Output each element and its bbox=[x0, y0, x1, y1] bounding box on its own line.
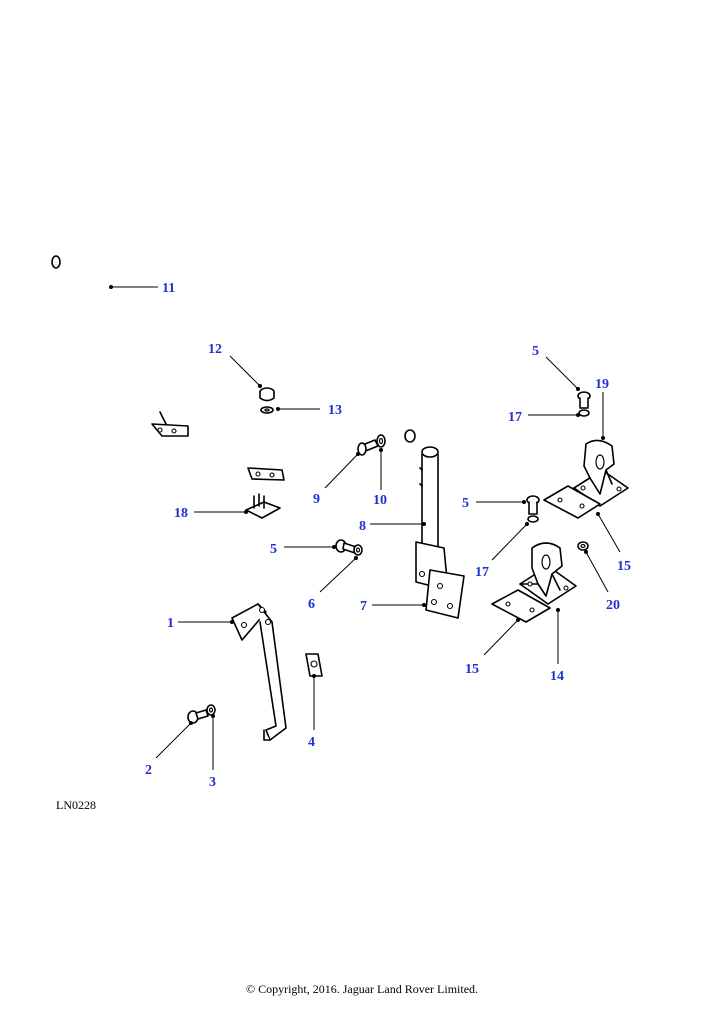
bolt-part-5-upper bbox=[577, 391, 591, 409]
callout-10: 10 bbox=[373, 493, 387, 508]
callout-1: 1 bbox=[167, 616, 174, 631]
callout-6: 6 bbox=[308, 597, 315, 612]
bracket-part-1 bbox=[231, 603, 287, 741]
clip-nut-part-4 bbox=[305, 653, 323, 677]
bolt-part-9 bbox=[357, 439, 379, 456]
callout-3: 3 bbox=[209, 775, 216, 790]
callout-17-middle: 17 bbox=[475, 565, 489, 580]
post-part-8 bbox=[419, 446, 439, 575]
callout-2: 2 bbox=[145, 763, 152, 778]
spacer-plate-part-15-left bbox=[491, 589, 551, 623]
base-plate-part-7 bbox=[415, 541, 465, 619]
stud-plate-part-18 bbox=[245, 493, 281, 519]
saddle-part-14 bbox=[519, 542, 577, 605]
callout-12: 12 bbox=[208, 342, 222, 357]
washer-part-17-middle bbox=[527, 515, 539, 523]
copyright-notice: © Copyright, 2016. Jaguar Land Rover Lim… bbox=[245, 982, 479, 996]
callout-13: 13 bbox=[328, 403, 342, 418]
callout-18: 18 bbox=[174, 506, 188, 521]
callout-7: 7 bbox=[360, 599, 367, 614]
bolt-part-5-left bbox=[335, 539, 357, 554]
callout-15-right: 15 bbox=[617, 559, 631, 574]
callout-11: 11 bbox=[162, 281, 175, 296]
bolt-part-5-middle bbox=[526, 495, 540, 515]
washer-part-17-upper bbox=[578, 409, 590, 417]
callout-14: 14 bbox=[550, 669, 564, 684]
washer-part-13 bbox=[260, 406, 274, 414]
callout-4: 4 bbox=[308, 735, 315, 750]
washer-part-3 bbox=[206, 704, 216, 716]
callout-labels: 11 12 13 9 10 8 18 5 6 7 1 4 2 3 5 19 17… bbox=[145, 281, 631, 790]
callout-5-left: 5 bbox=[270, 542, 277, 557]
washer-part-10 bbox=[376, 434, 386, 448]
tube-part-11 bbox=[51, 255, 416, 481]
callout-8: 8 bbox=[359, 519, 366, 534]
spacer-plate-part-15-right bbox=[543, 485, 601, 519]
diagram-reference: LN0228 bbox=[56, 798, 96, 812]
callout-20: 20 bbox=[606, 598, 620, 613]
callout-19: 19 bbox=[595, 377, 609, 392]
leader-lines bbox=[109, 285, 621, 770]
callout-17-upper: 17 bbox=[508, 410, 522, 425]
nut-part-20 bbox=[577, 541, 589, 551]
callout-5-upper: 5 bbox=[532, 344, 539, 359]
washer-part-6 bbox=[353, 544, 363, 556]
nut-part-12 bbox=[259, 387, 275, 402]
callout-15-left: 15 bbox=[465, 662, 479, 677]
callout-5-middle: 5 bbox=[462, 496, 469, 511]
callout-9: 9 bbox=[313, 492, 320, 507]
